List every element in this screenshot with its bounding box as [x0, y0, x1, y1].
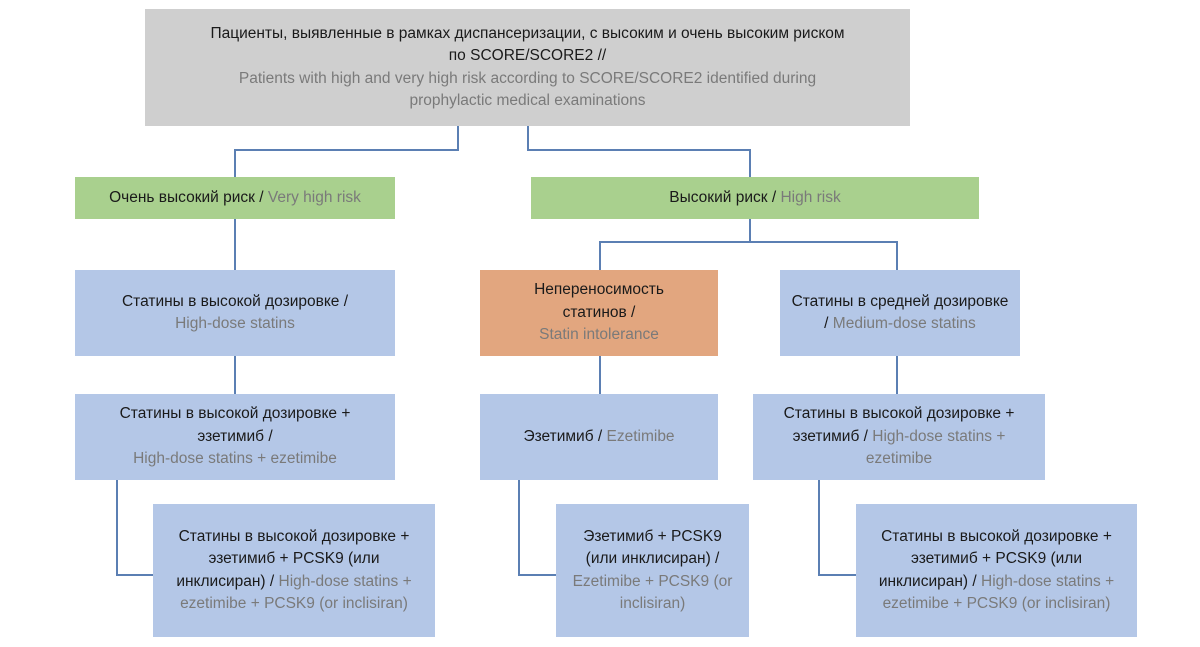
- vh-high-dose-statins-label-ru: Статины в высокой дозировке /: [121, 292, 349, 310]
- ezetimibe-label-ru: Эзетимиб: [523, 427, 594, 445]
- h-statins-ezetimibe-label-ru: Статины в высокой дозировке + эзетимиб /: [783, 405, 1015, 445]
- connector-root-to-high: [527, 126, 751, 177]
- connector-root-to-very-high: [234, 126, 459, 177]
- vh-statins-ezetimibe-box: Статины в высокой дозировке + эзетимиб /…: [75, 394, 395, 480]
- medium-dose-statins-label-en: Medium-dose statins: [832, 315, 976, 332]
- h-statins-ezetimibe-box: Статины в высокой дозировке + эзетимиб /…: [753, 394, 1045, 480]
- connector-vh-step2-to-step3: [116, 480, 153, 576]
- very-high-risk-box: Очень высокий риск / Very high risk: [75, 177, 395, 219]
- vh-statins-ezetimibe-pcsk9-label-ru: Статины в высокой дозировке + эзетимиб +…: [176, 527, 410, 590]
- h-statins-ezetimibe-pcsk9-label-en: High-dose statins + ezetimibe + PCSK9 (o…: [882, 572, 1115, 613]
- high-risk-label-ru: Высокий риск: [669, 188, 768, 206]
- vh-statins-ezetimibe-pcsk9-label-en: High-dose statins + ezetimibe + PCSK9 (o…: [180, 572, 412, 613]
- high-risk-separator: /: [767, 188, 781, 206]
- connector-h-step2-to-step3: [818, 480, 856, 576]
- root-label-en: Patients with high and very high risk ac…: [238, 69, 817, 110]
- h-statins-ezetimibe-label-en: High-dose statins + ezetimibe: [865, 427, 1006, 468]
- medium-dose-statins-label-ru: Статины в средней дозировке /: [791, 292, 1009, 333]
- medium-dose-statins-box: Статины в средней дозировке / Medium-dos…: [780, 270, 1020, 356]
- vh-statins-ezetimibe-pcsk9-box: Статины в высокой дозировке + эзетимиб +…: [153, 504, 435, 637]
- root-box: Пациенты, выявленные в рамках диспансери…: [145, 9, 910, 126]
- statin-intolerance-label-ru: Непереносимость статинов /: [534, 281, 664, 321]
- statin-intolerance-label-en: Statin intolerance: [539, 326, 659, 344]
- h-statins-ezetimibe-pcsk9-label-ru: Статины в высокой дозировке + эзетимиб +…: [878, 527, 1112, 590]
- very-high-risk-label-en: Very high risk: [267, 188, 361, 206]
- ezetimibe-box: Эзетимиб / Ezetimibe: [480, 394, 718, 480]
- very-high-risk-label-ru: Очень высокий риск: [109, 188, 255, 206]
- ezetimibe-separator: /: [593, 427, 607, 445]
- ezetimibe-pcsk9-label-en: Ezetimibe + PCSK9 (or inclisiran): [572, 572, 733, 613]
- ezetimibe-pcsk9-label-ru: Эзетимиб + PCSK9 (или инклисиран) /: [583, 527, 722, 568]
- statin-intolerance-box: Непереносимость статинов / Statin intole…: [480, 270, 718, 356]
- vh-statins-ezetimibe-label-ru: Статины в высокой дозировке + эзетимиб /: [119, 405, 351, 445]
- h-statins-ezetimibe-pcsk9-box: Статины в высокой дозировке + эзетимиб +…: [856, 504, 1137, 637]
- root-label-ru: Пациенты, выявленные в рамках диспансери…: [210, 24, 845, 65]
- high-risk-label-en: High risk: [780, 188, 841, 206]
- very-high-risk-separator: /: [254, 188, 268, 206]
- ezetimibe-label-en: Ezetimibe: [606, 427, 675, 445]
- connector-high-to-branches: [599, 219, 898, 270]
- vh-statins-ezetimibe-label-en: High-dose statins + ezetimibe: [133, 450, 337, 468]
- vh-high-dose-statins-box: Статины в высокой дозировке / High-dose …: [75, 270, 395, 356]
- connector-ezetimibe-to-pcsk9: [518, 480, 556, 576]
- high-risk-box: Высокий риск / High risk: [531, 177, 979, 219]
- vh-high-dose-statins-label-en: High-dose statins: [175, 315, 295, 332]
- ezetimibe-pcsk9-box: Эзетимиб + PCSK9 (или инклисиран) / Ezet…: [556, 504, 749, 637]
